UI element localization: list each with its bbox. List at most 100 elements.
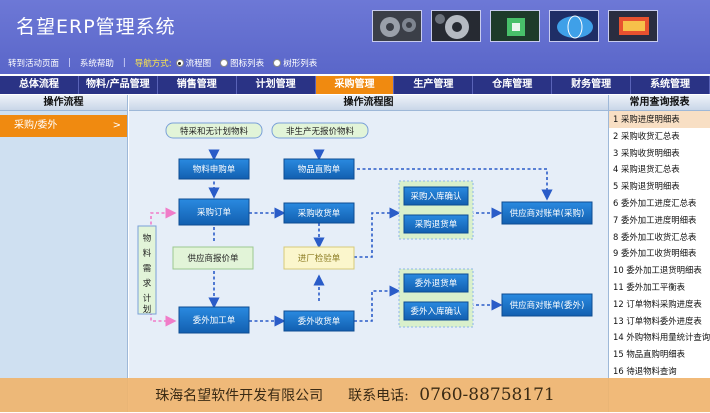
node-incoming-inspection-label: 进厂检验单: [298, 253, 341, 264]
nav-tab-warehouse[interactable]: 仓库管理: [473, 76, 553, 94]
chevron-right-icon: >: [112, 120, 121, 131]
report-item[interactable]: 4 采购退货汇总表: [613, 164, 680, 175]
radio-unchecked-icon: [273, 59, 282, 67]
connector: [150, 207, 177, 241]
node-direct-purchase[interactable]: [283, 158, 355, 180]
footer-banner: 珠海名望软件开发有限公司 联系电话: 0760-88758171: [0, 378, 710, 412]
report-item[interactable]: 15 物品直购明细表: [613, 349, 685, 360]
company-name: 珠海名望软件开发有限公司: [155, 388, 324, 404]
node-purchase-return-label: 采购退货单: [415, 219, 458, 230]
nav-tab-purchasing[interactable]: 采购管理: [315, 76, 395, 94]
node-supplier-quote-label: 供应商报价单: [187, 253, 239, 264]
nav-tab-finance[interactable]: 财务管理: [552, 76, 632, 94]
separator: |: [68, 58, 71, 68]
goto-active-page-link[interactable]: 转到活动页面: [8, 59, 60, 69]
left-item-purchase-outsource[interactable]: 采购/委外 >: [0, 115, 127, 137]
node-material-plan[interactable]: [137, 225, 157, 315]
right-panel: 常用查询报表 1 采购进度明细表 2 采购收货汇总表 3 采购收货明细表 4 采…: [608, 95, 710, 412]
report-item[interactable]: 13 订单物料委外进度表: [613, 315, 702, 326]
header-banner-images: [372, 10, 658, 42]
node-outsource-receipt[interactable]: [283, 310, 355, 332]
node-outsource-instock-label: 委外入库确认: [410, 306, 462, 317]
app-title: 名望ERP管理系统: [16, 16, 176, 38]
node-material-plan-char: 物: [143, 233, 152, 244]
radio-unchecked-icon: [220, 59, 229, 67]
right-panel-title: 常用查询报表: [609, 95, 710, 111]
report-item[interactable]: 11 委外加工平衡表: [613, 281, 685, 292]
node-purchase-receipt[interactable]: [283, 202, 355, 224]
nav-tab-planning[interactable]: 计划管理: [237, 76, 316, 94]
report-list: 1 采购进度明细表 2 采购收货汇总表 3 采购收货明细表 4 采购退货汇总表 …: [609, 111, 710, 380]
node-outsource-return[interactable]: [403, 273, 469, 293]
node-material-plan-char: 料: [143, 248, 152, 259]
node-material-request-label: 物料申购单: [193, 164, 236, 175]
flow-connectors: [214, 149, 553, 327]
node-material-plan-char: 需: [143, 264, 152, 274]
node-outsource-order[interactable]: [178, 306, 250, 334]
flow-diagram: 特采和无计划物料 非生产无报价物料 物料申购单 物品直购单 采购订单 采购收货单…: [137, 122, 593, 334]
node-material-plan-char: 划: [143, 304, 152, 315]
node-material-plan-char: 计: [143, 293, 152, 304]
node-special-material-label: 特采和无计划物料: [180, 126, 249, 137]
report-item[interactable]: 1 采购进度明细表: [609, 111, 710, 128]
node-direct-purchase-label: 物品直购单: [298, 164, 341, 175]
nav-mode-flowchart-radio[interactable]: 流程图: [175, 57, 211, 69]
node-purchase-instock-label: 采购入库确认: [410, 191, 462, 202]
report-item[interactable]: 5 采购退货明细表: [613, 181, 680, 192]
main-nav: 总体流程 物料/产品管理 销售管理 计划管理 采购管理 生产管理 仓库管理 财务…: [0, 76, 710, 94]
nav-tab-production[interactable]: 生产管理: [394, 76, 474, 94]
report-item[interactable]: 2 采购收货汇总表: [613, 130, 680, 141]
left-item-label: 采购/委外: [14, 120, 58, 131]
nav-tab-overall-flow[interactable]: 总体流程: [0, 76, 79, 94]
node-outsource-order-label: 委外加工单: [193, 315, 236, 326]
report-item[interactable]: 16 待退物料查询: [613, 365, 677, 376]
node-outsource-receipt-label: 委外收货单: [298, 316, 341, 327]
node-purchase-order[interactable]: [178, 198, 250, 226]
globe-image: [549, 10, 599, 42]
report-item[interactable]: 10 委外加工退货明细表: [613, 265, 702, 276]
node-purchase-order-label: 采购订单: [197, 207, 232, 218]
radio-checked-icon: [175, 59, 184, 67]
report-item[interactable]: 7 委外加工进度明细表: [613, 214, 697, 225]
node-supplier-quote[interactable]: [172, 246, 254, 270]
nav-mode-label: 导航方式:: [134, 59, 172, 69]
nav-tab-material-product[interactable]: 物料/产品管理: [79, 76, 158, 94]
connector: [354, 207, 401, 258]
system-help-link[interactable]: 系统帮助: [79, 59, 114, 69]
gears-image: [372, 10, 422, 42]
node-supplier-ledger-purchase[interactable]: [501, 201, 593, 225]
header-toolbar: 转到活动页面 | 系统帮助 | 导航方式: 流程图 图标列表 树形列表: [8, 56, 326, 70]
contact-phone: 0760-88758171: [419, 385, 555, 405]
node-purchase-receipt-label: 采购收货单: [298, 208, 341, 219]
report-item[interactable]: 8 委外加工收货汇总表: [613, 231, 697, 242]
nav-tab-system[interactable]: 系统管理: [631, 76, 710, 94]
node-outsource-return-label: 委外退货单: [415, 278, 458, 289]
left-panel: 操作流程 采购/委外 >: [0, 95, 128, 412]
report-item[interactable]: 12 订单物料采购进度表: [613, 298, 702, 309]
nav-mode-iconlist-radio[interactable]: 图标列表: [220, 57, 264, 69]
connector: [354, 285, 401, 322]
app-header: 名望ERP管理系统 转到活动页面 | 系统帮助 | 导航方式: 流程图 图标列表…: [0, 0, 710, 74]
chip-image: [490, 10, 540, 42]
node-supplier-ledger-outsource[interactable]: [501, 293, 593, 317]
contact-label: 联系电话:: [348, 388, 409, 404]
node-purchase-instock[interactable]: [403, 186, 469, 206]
node-incoming-inspection[interactable]: [283, 246, 355, 270]
node-supplier-ledger-outsource-label: 供应商对账单(委外): [510, 300, 585, 311]
node-outsource-instock[interactable]: [403, 301, 469, 321]
report-item[interactable]: 6 委外加工进度汇总表: [613, 197, 697, 208]
node-nonprod-material-label: 非生产无报价物料: [286, 126, 355, 137]
report-item[interactable]: 14 外购物料用量统计查询: [613, 332, 710, 343]
report-item[interactable]: 9 委外加工收货明细表: [613, 248, 697, 259]
nav-tab-sales[interactable]: 销售管理: [158, 76, 237, 94]
node-purchase-return[interactable]: [403, 214, 469, 234]
nav-mode-treelist-radio[interactable]: 树形列表: [273, 57, 317, 69]
connector: [335, 168, 553, 201]
node-supplier-ledger-purchase-label: 供应商对账单(采购): [510, 208, 585, 219]
report-item[interactable]: 3 采购收货明细表: [613, 147, 680, 158]
node-nonprod-material[interactable]: [271, 122, 369, 139]
node-material-request[interactable]: [178, 158, 250, 180]
gears-image: [431, 10, 481, 42]
center-panel: 操作流程图 特采和无计划物料: [129, 95, 608, 412]
node-special-material[interactable]: [165, 122, 263, 139]
